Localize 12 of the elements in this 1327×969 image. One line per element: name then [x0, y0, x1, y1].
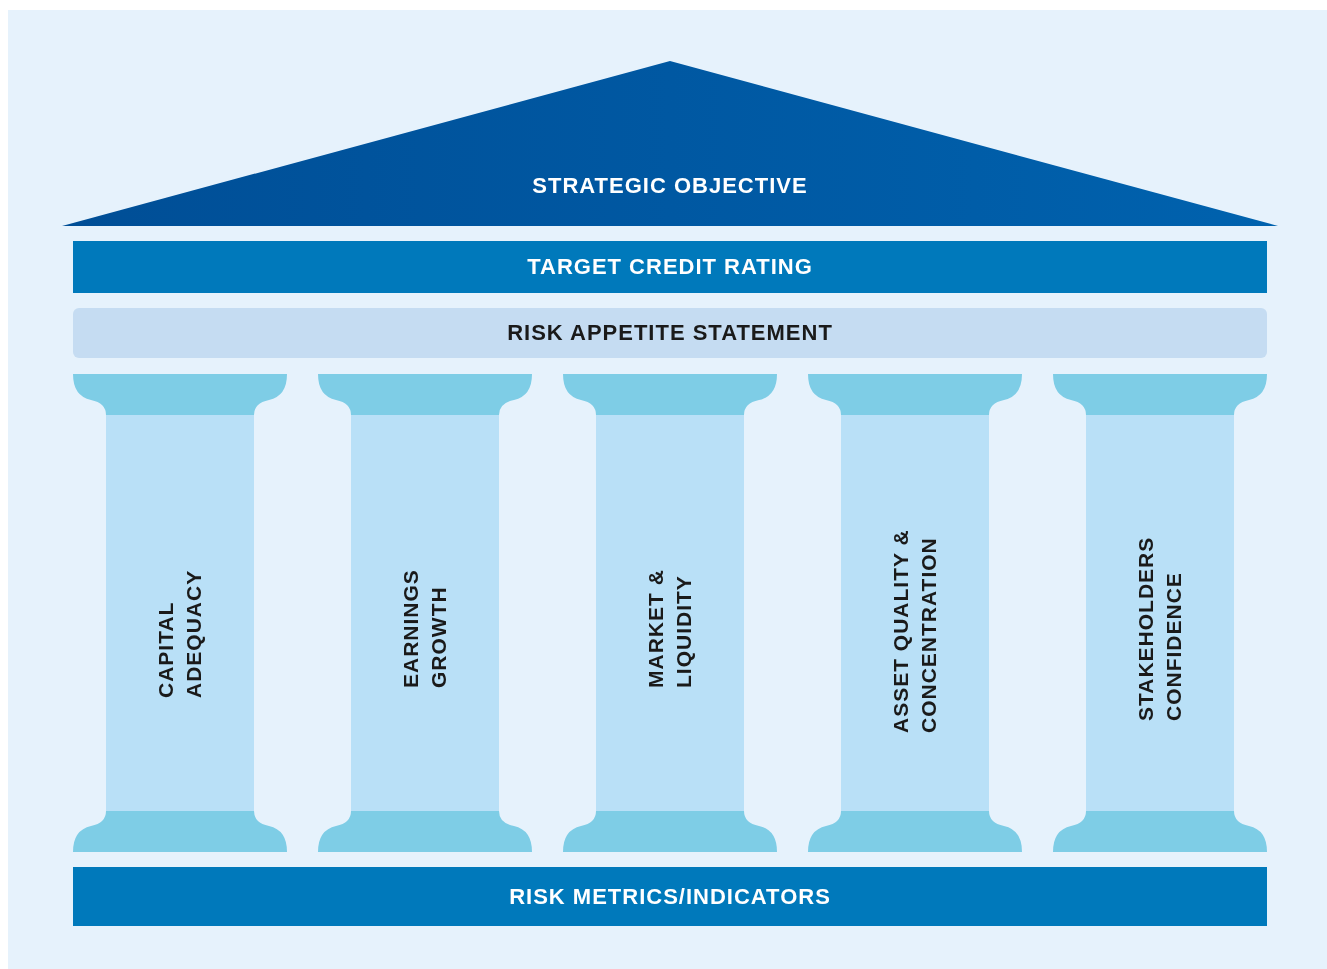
pillar-title: MARKET & LIQUIDITY	[642, 568, 696, 688]
band-title: RISK APPETITE STATEMENT	[507, 320, 833, 346]
statement-band	[73, 308, 1267, 358]
pillar-title: ASSET QUALITY & CONCENTRATION	[887, 528, 941, 733]
pillar-title: EARNINGS GROWTH	[397, 568, 451, 688]
pillar-title: CAPITAL ADEQUACY	[152, 568, 206, 698]
base-band	[73, 867, 1267, 926]
pillar-title: STAKEHOLDERS CONFIDENCE	[1132, 535, 1186, 721]
band-title: RISK METRICS/INDICATORS	[509, 883, 831, 910]
rating-band	[73, 241, 1267, 293]
roof-title: STRATEGIC OBJECTIVE	[531, 173, 809, 199]
band-title: TARGET CREDIT RATING	[527, 254, 813, 280]
